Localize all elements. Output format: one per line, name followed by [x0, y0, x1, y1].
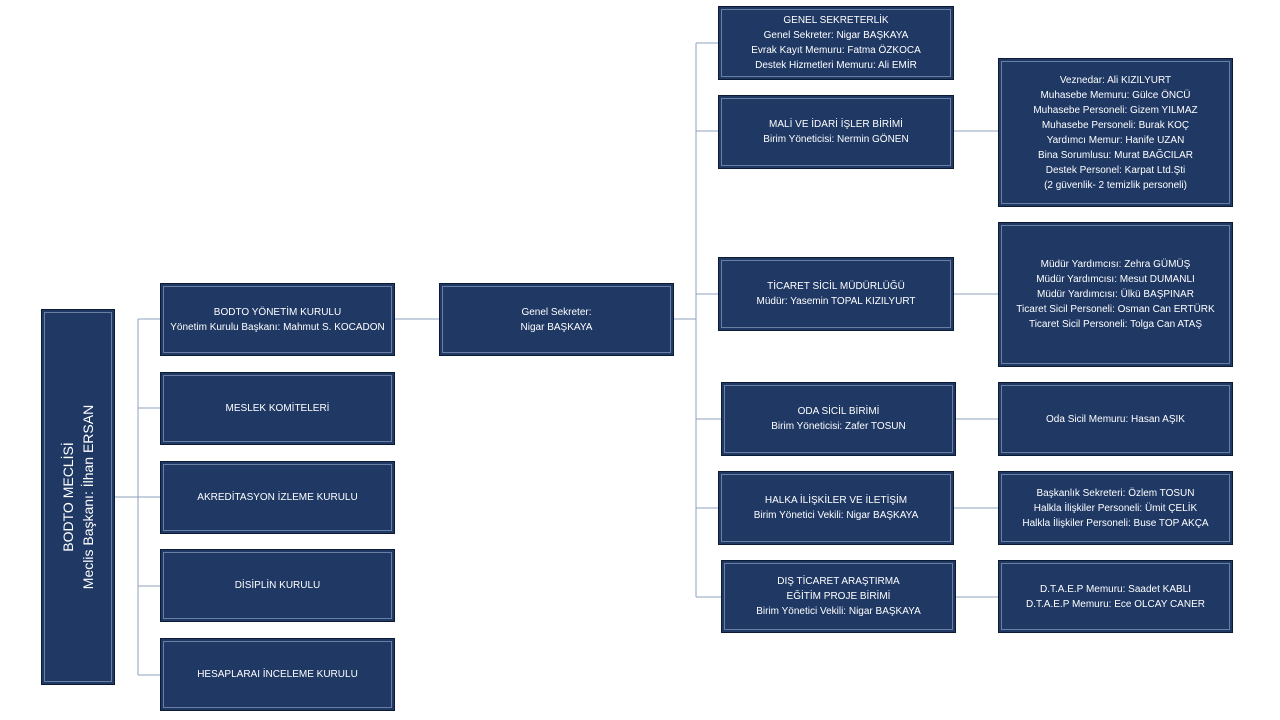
box-mali-staff: Veznedar: Ali KIZILYURT Muhasebe Memuru:… — [998, 58, 1233, 207]
box-line: Muhasebe Memuru: Gülce ÖNCÜ — [1040, 89, 1191, 101]
box-line: Birim Yöneticisi: Zafer TOSUN — [771, 421, 906, 432]
box-line: EĞİTİM PROJE BİRİMİ — [786, 591, 891, 602]
box-line: Oda Sicil Memuru: Hasan AŞIK — [1046, 413, 1185, 425]
box-line: Birim Yönetici Vekili: Nigar BAŞKAYA — [753, 510, 919, 521]
box-genel-sekreter: Genel Sekreter: Nigar BAŞKAYA — [439, 283, 674, 356]
box-dis-ticaret-staff: D.T.A.E.P Memuru: Saadet KABLI D.T.A.E.P… — [998, 560, 1233, 633]
box-dis-ticaret: DIŞ TİCARET ARAŞTIRMA EĞİTİM PROJE BİRİM… — [721, 560, 956, 633]
box-line: D.T.A.E.P Memuru: Saadet KABLI — [1040, 583, 1191, 595]
box-line: DIŞ TİCARET ARAŞTIRMA — [777, 576, 900, 587]
box-line: Halkla İlişkiler Personeli: Ümit ÇELİK — [1033, 502, 1198, 514]
box-ticaret-staff: Müdür Yardımcısı: Zehra GÜMÜŞ Müdür Yard… — [998, 222, 1233, 367]
meclis-title: BODTO MECLİSİ — [60, 442, 76, 552]
box-line: Ticaret Sicil Personeli: Osman Can ERTÜR… — [1016, 304, 1215, 315]
box-mali-idari: MALİ VE İDARİ İŞLER BİRİMİ Birim Yönetic… — [718, 95, 954, 169]
box-line: Evrak Kayıt Memuru: Fatma ÖZKOCA — [751, 45, 921, 56]
box-line: HALKA İLİŞKİLER VE İLETİŞİM — [764, 495, 908, 506]
box-line: DİSİPLİN KURULU — [234, 580, 321, 591]
box-line: Bina Sorumlusu: Murat BAĞCILAR — [1037, 149, 1194, 161]
box-line: GENEL SEKRETERLİK — [783, 15, 889, 26]
box-line: Ticaret Sicil Personeli: Tolga Can ATAŞ — [1028, 319, 1203, 330]
box-line: ODA SİCİL BİRİMİ — [797, 406, 880, 417]
box-disiplin: DİSİPLİN KURULU — [160, 549, 395, 622]
meclis-label: BODTO MECLİSİ Meclis Başkanı: İlhan ERSA… — [58, 405, 98, 589]
box-line: Müdür: Yasemin TOPAL KIZILYURT — [756, 296, 916, 307]
box-line: Genel Sekreter: Nigar BAŞKAYA — [763, 30, 909, 41]
box-line: Yönetim Kurulu Başkanı: Mahmut S. KOCADO… — [170, 321, 385, 333]
box-line: Başkanlık Sekreteri: Özlem TOSUN — [1036, 487, 1195, 499]
box-ticaret-sicil: TİCARET SİCİL MÜDÜRLÜĞÜ Müdür: Yasemin T… — [718, 257, 954, 331]
box-genel-sekreterlik: GENEL SEKRETERLİK Genel Sekreter: Nigar … — [718, 6, 954, 80]
box-line: Müdür Yardımcısı: Mesut DUMANLI — [1036, 274, 1195, 285]
box-oda-sicil: ODA SİCİL BİRİMİ Birim Yöneticisi: Zafer… — [721, 382, 956, 456]
box-yonetim-kurulu: BODTO YÖNETİM KURULU Yönetim Kurulu Başk… — [160, 283, 395, 356]
box-line: Halkla İlişkiler Personeli: Buse TOP AKÇ… — [1022, 517, 1209, 529]
box-line: Muhasebe Personeli: Burak KOÇ — [1041, 119, 1190, 131]
meclis-subtitle: Meclis Başkanı: İlhan ERSAN — [80, 404, 96, 590]
meclis-box: BODTO MECLİSİ Meclis Başkanı: İlhan ERSA… — [41, 309, 115, 685]
box-line: Yardımcı Memur: Hanife UZAN — [1046, 134, 1185, 146]
box-halkla-staff: Başkanlık Sekreteri: Özlem TOSUN Halkla … — [998, 471, 1233, 545]
box-line: Genel Sekreter: — [521, 306, 592, 318]
box-halkla-iliskiler: HALKA İLİŞKİLER VE İLETİŞİM Birim Yöneti… — [718, 471, 954, 545]
box-line: BODTO YÖNETİM KURULU — [213, 306, 342, 318]
box-line: MESLEK KOMİTELERİ — [225, 403, 330, 414]
box-line: Veznedar: Ali KIZILYURT — [1059, 74, 1172, 86]
box-line: Nigar BAŞKAYA — [520, 321, 593, 333]
box-line: Destek Personel: Karpat Ltd.Şti — [1045, 164, 1186, 176]
box-akreditasyon: AKREDİTASYON İZLEME KURULU — [160, 461, 395, 534]
box-line: HESAPLARAI İNCELEME KURULU — [197, 669, 358, 680]
box-line: (2 güvenlik- 2 temizlik personeli) — [1044, 179, 1187, 191]
box-line: Birim Yönetici Vekili: Nigar BAŞKAYA — [756, 606, 921, 617]
box-line: Muhasebe Personeli: Gizem YILMAZ — [1033, 104, 1198, 116]
box-meslek-komiteleri: MESLEK KOMİTELERİ — [160, 372, 395, 445]
box-line: Müdür Yardımcısı: Zehra GÜMÜŞ — [1040, 259, 1191, 270]
box-line: TİCARET SİCİL MÜDÜRLÜĞÜ — [767, 281, 905, 292]
box-line: D.T.A.E.P Memuru: Ece OLCAY CANER — [1026, 598, 1205, 610]
box-line: MALİ VE İDARİ İŞLER BİRİMİ — [769, 119, 903, 130]
box-line: Destek Hizmetleri Memuru: Ali EMİR — [755, 60, 917, 71]
box-line: Müdür Yardımcısı: Ülkü BAŞPINAR — [1037, 289, 1194, 300]
box-oda-staff: Oda Sicil Memuru: Hasan AŞIK — [998, 382, 1233, 456]
box-line: Birim Yöneticisi: Nermin GÖNEN — [763, 134, 909, 145]
box-line: AKREDİTASYON İZLEME KURULU — [197, 492, 358, 503]
box-hesaplar: HESAPLARAI İNCELEME KURULU — [160, 638, 395, 711]
